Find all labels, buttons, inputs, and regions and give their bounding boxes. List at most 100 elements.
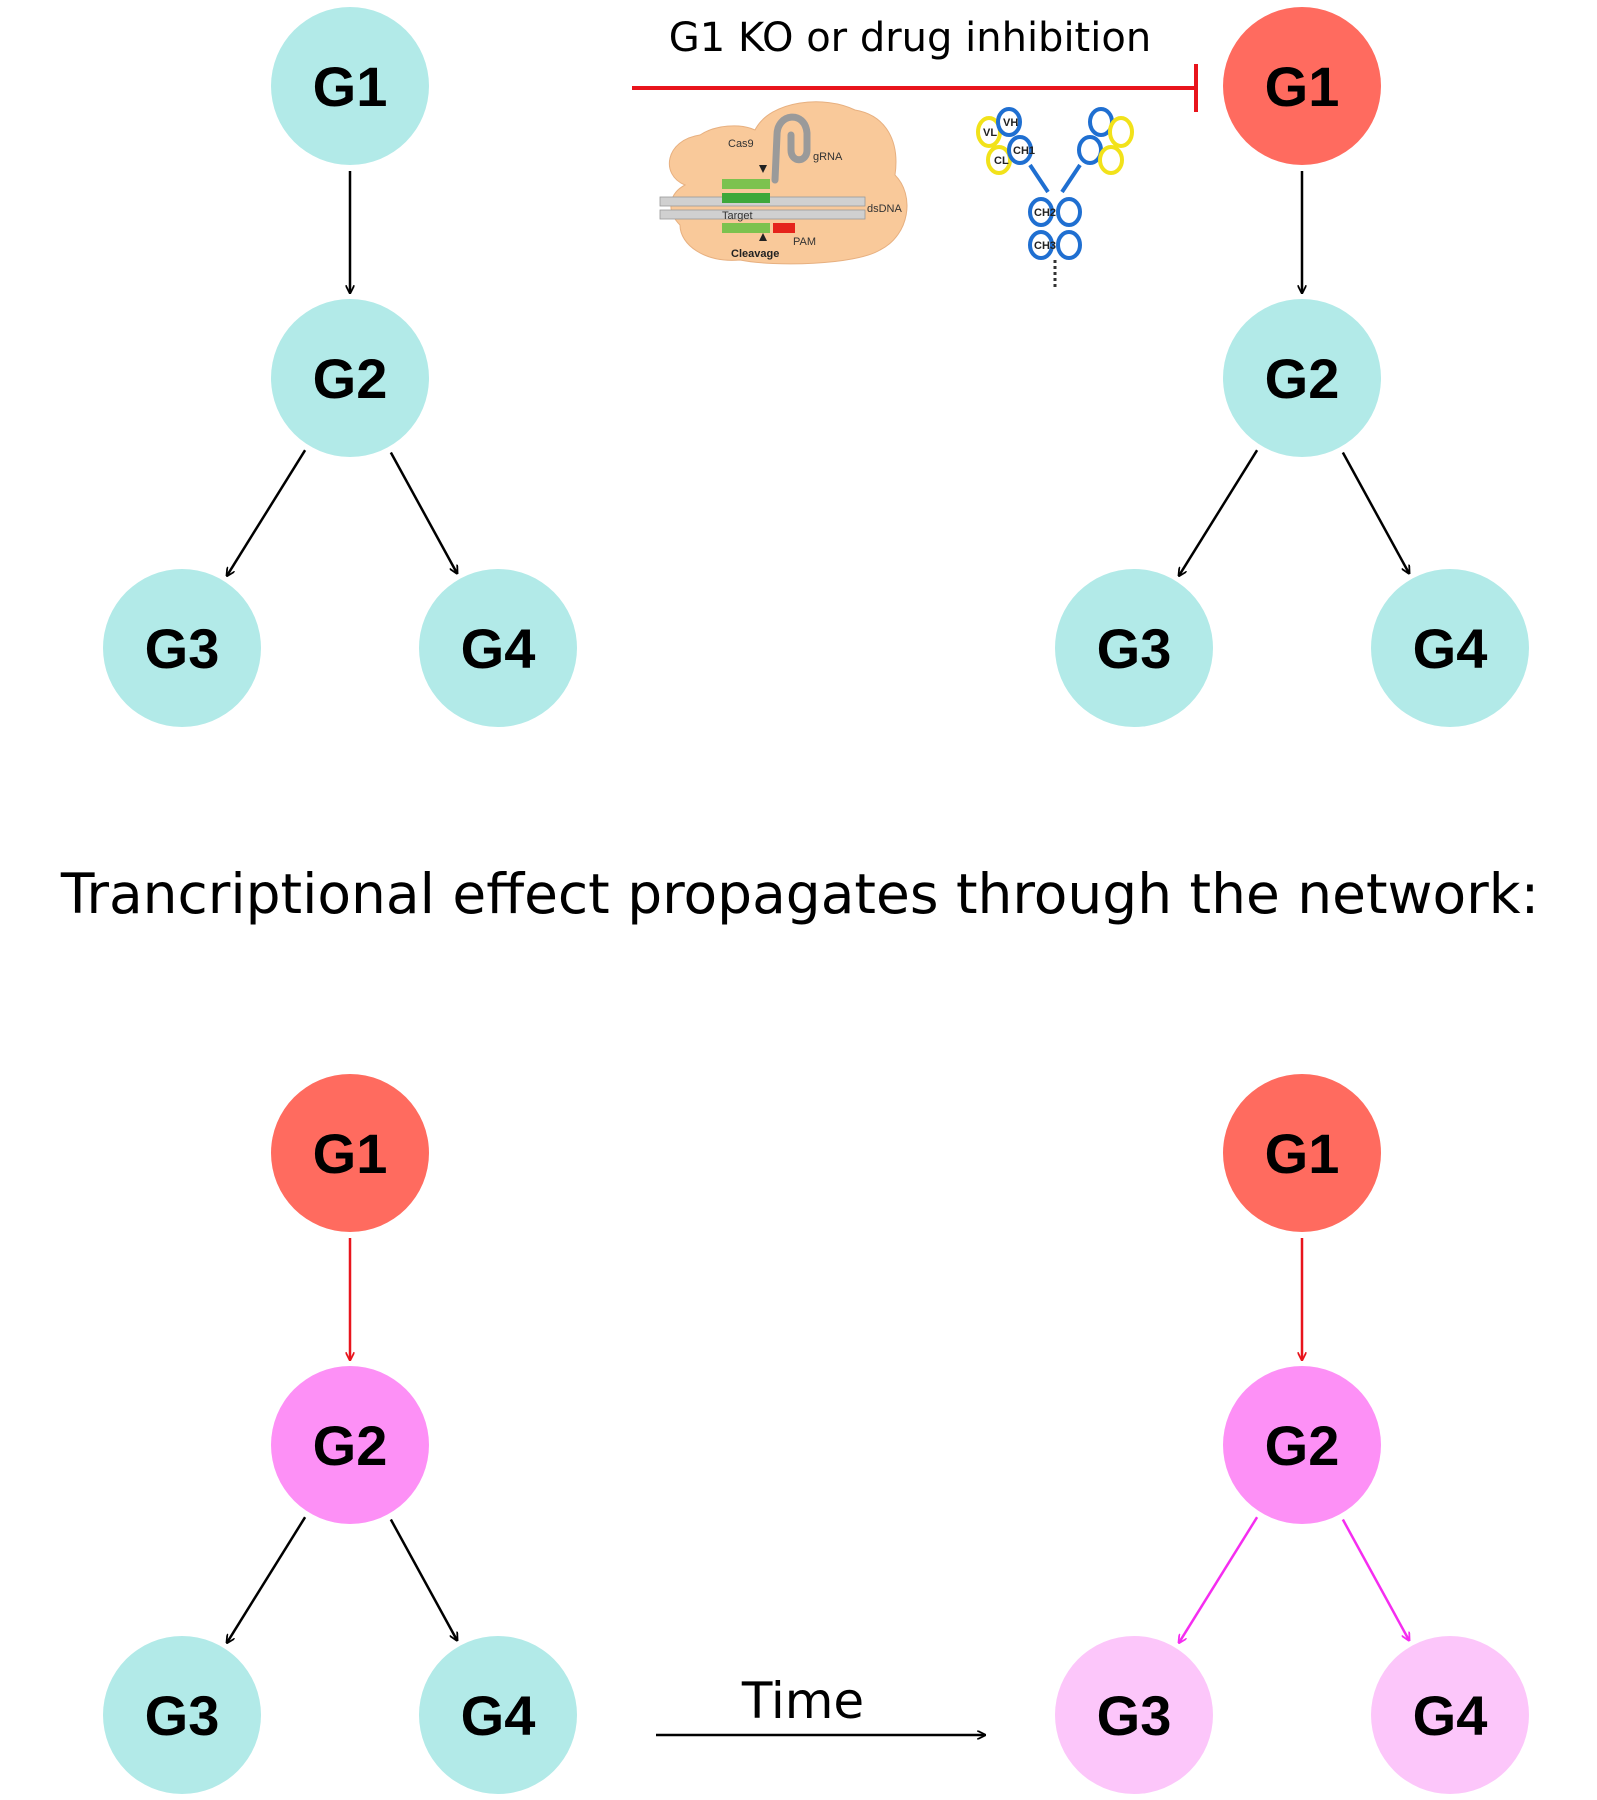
gene-node-label: G4 <box>1413 617 1488 680</box>
antibody-ch1-right <box>1077 135 1103 165</box>
antibody-ch2-right <box>1056 197 1082 227</box>
edge-g2-to-g3 <box>227 449 307 576</box>
antibody-vl-right <box>1108 116 1134 148</box>
antibody-label-ch2: CH2 <box>1034 207 1056 219</box>
gene-node-label: G2 <box>1265 347 1340 410</box>
crispr-label-dsdna: dsDNA <box>867 203 903 215</box>
gene-node-g4: G4 <box>1371 569 1529 727</box>
antibody-cl-left <box>986 145 1012 175</box>
cleavage-mark-top <box>759 165 767 173</box>
gene-node-circle <box>1223 299 1381 457</box>
gene-node-circle <box>1223 1074 1381 1232</box>
time-indicator: Time <box>656 1672 985 1735</box>
gene-node-g1: G1 <box>1223 7 1381 165</box>
edge-g2-to-g4 <box>1341 451 1409 574</box>
antibody-ch3-left <box>1028 230 1054 260</box>
antibody-label-vh: VH <box>1003 117 1018 129</box>
edge-g2-to-g4 <box>1341 1518 1409 1641</box>
gene-node-label: G4 <box>461 1684 536 1747</box>
crispr-label-pam: PAM <box>793 236 816 248</box>
antibody-label-vl: VL <box>983 127 997 139</box>
gene-node-g3: G3 <box>103 1636 261 1794</box>
gene-node-circle <box>419 569 577 727</box>
gene-node-g4: G4 <box>419 1636 577 1794</box>
gene-node-circle <box>1371 569 1529 727</box>
inhibition-indicator: G1 KO or drug inhibition <box>632 15 1198 112</box>
gene-node-g3: G3 <box>1055 1636 1213 1794</box>
gene-node-g4: G4 <box>419 569 577 727</box>
gene-node-g1: G1 <box>271 7 429 165</box>
antibody-ch1-left <box>1007 135 1033 165</box>
antibody-illustration: VH VL CH1 CL CH2 CH3 <box>976 107 1134 288</box>
gene-node-circle <box>1055 1636 1213 1794</box>
gene-node-g3: G3 <box>103 569 261 727</box>
gene-node-g3: G3 <box>1055 569 1213 727</box>
antibody-vh-left <box>996 107 1022 137</box>
antibody-label-ch1: CH1 <box>1013 145 1035 157</box>
gene-node-g2: G2 <box>1223 1366 1381 1524</box>
gene-node-circle <box>1223 1366 1381 1524</box>
gene-node-label: G3 <box>1097 617 1172 680</box>
gene-node-g1: G1 <box>1223 1074 1381 1232</box>
gene-node-label: G1 <box>1265 55 1340 118</box>
gene-node-g1: G1 <box>271 1074 429 1232</box>
target-segment-b <box>722 193 770 203</box>
gene-node-circle <box>271 299 429 457</box>
gene-node-label: G3 <box>145 1684 220 1747</box>
time-label: Time <box>741 1672 864 1730</box>
crispr-label-cas9: Cas9 <box>728 138 754 150</box>
grna-hairpin <box>771 113 811 184</box>
gene-node-circle <box>419 1636 577 1794</box>
inhibition-label: G1 KO or drug inhibition <box>669 15 1151 61</box>
crispr-label-cleavage: Cleavage <box>731 248 779 260</box>
edge-g2-to-g4 <box>389 451 457 574</box>
gene-node-label: G3 <box>1097 1684 1172 1747</box>
antibody-label-cl: CL <box>994 155 1009 167</box>
dsdna-strand-bottom <box>659 209 866 220</box>
pam-segment <box>773 223 795 233</box>
gene-node-circle <box>271 1366 429 1524</box>
cas9-protein-shape <box>668 101 908 265</box>
antibody-ch2-left <box>1028 197 1054 227</box>
antibody-label-ch3: CH3 <box>1034 240 1056 252</box>
gene-node-circle <box>271 7 429 165</box>
gene-node-label: G3 <box>145 617 220 680</box>
gene-node-label: G2 <box>1265 1414 1340 1477</box>
gene-node-g2: G2 <box>271 1366 429 1524</box>
gene-node-label: G2 <box>313 347 388 410</box>
gene-node-g2: G2 <box>271 299 429 457</box>
gene-node-circle <box>1371 1636 1529 1794</box>
gene-node-circle <box>1223 7 1381 165</box>
gene-node-label: G1 <box>313 1122 388 1185</box>
target-segment-a <box>722 179 770 189</box>
edge-g2-to-g3 <box>1179 449 1259 576</box>
antibody-ch3-right <box>1056 230 1082 260</box>
antibody-cl-right <box>1098 145 1124 175</box>
gene-node-circle <box>1055 569 1213 727</box>
target-segment-c <box>722 223 770 233</box>
gene-node-circle <box>103 1636 261 1794</box>
gene-node-label: G2 <box>313 1414 388 1477</box>
propagation-caption: Trancriptional effect propagates through… <box>60 862 1539 926</box>
antibody-hinge <box>1028 163 1082 194</box>
crispr-label-grna: gRNA <box>813 151 843 163</box>
gene-node-label: G4 <box>1413 1684 1488 1747</box>
gene-node-circle <box>103 569 261 727</box>
gene-node-g4: G4 <box>1371 1636 1529 1794</box>
edge-g2-to-g3 <box>227 1516 307 1643</box>
crispr-label-target: Target <box>722 210 753 222</box>
crispr-cas9-illustration: Cas9 gRNA dsDNA Target PAM Cleavage <box>659 101 908 265</box>
edge-g2-to-g3 <box>1179 1516 1259 1643</box>
gene-node-circle <box>271 1074 429 1232</box>
cleavage-mark-bottom <box>759 233 767 241</box>
gene-node-label: G4 <box>461 617 536 680</box>
gene-node-g2: G2 <box>1223 299 1381 457</box>
edge-g2-to-g4 <box>389 1518 457 1641</box>
gene-node-label: G1 <box>1265 1122 1340 1185</box>
